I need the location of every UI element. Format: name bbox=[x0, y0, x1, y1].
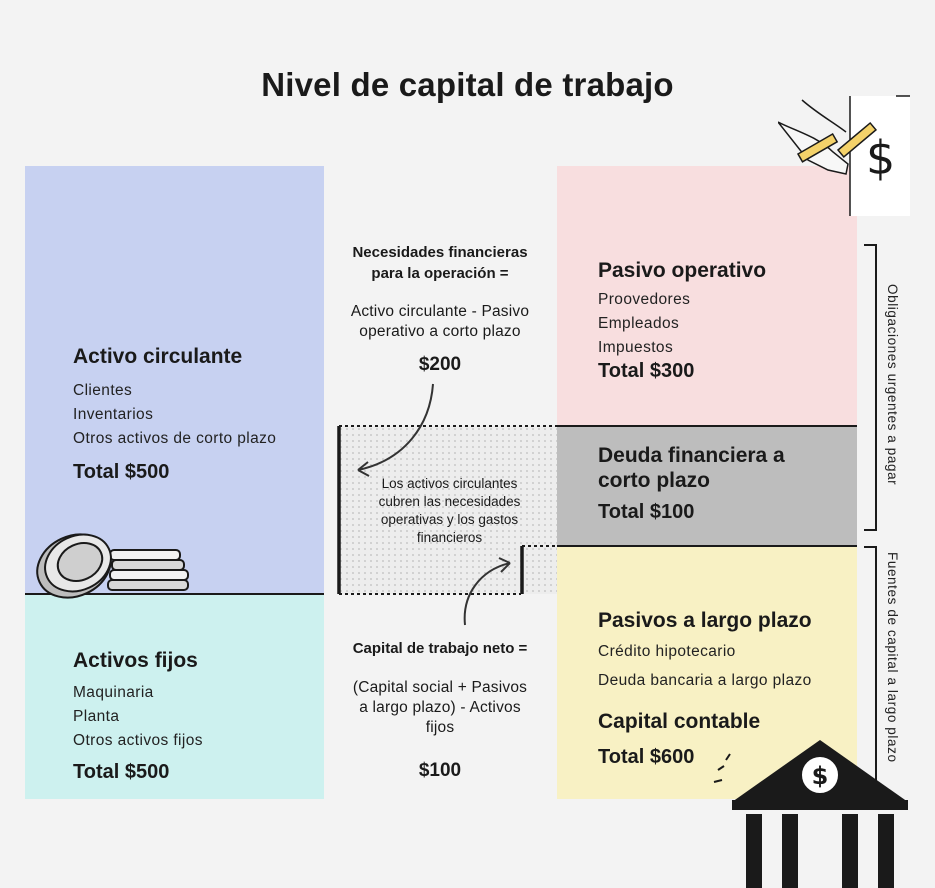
pasivo-operativo-item: Empleados bbox=[598, 315, 680, 332]
deuda-financiera-heading: corto plazo bbox=[598, 469, 711, 492]
cobertura-line: Los activos circulantes bbox=[381, 476, 518, 491]
necesidades-formula: Activo circulante - Pasivo bbox=[350, 303, 530, 320]
bank-icon: $ bbox=[713, 740, 908, 888]
deuda-financiera-heading: Deuda financiera a bbox=[598, 444, 785, 467]
pasivos-largo-item: Crédito hipotecario bbox=[598, 643, 736, 660]
hand-pencil-icon: $ bbox=[778, 95, 910, 216]
necesidades-heading: para la operación = bbox=[371, 265, 509, 282]
capital-neto-formula: a largo plazo) - Activos bbox=[359, 699, 521, 716]
bracket-upper bbox=[864, 244, 877, 531]
activo-circulante-item: Otros activos de corto plazo bbox=[73, 430, 277, 447]
pasivo-operativo-panel bbox=[557, 166, 857, 426]
activos-fijos-total: Total $500 bbox=[73, 761, 170, 783]
capital-contable-heading: Capital contable bbox=[598, 710, 761, 733]
pasivos-largo-block: Pasivos a largo plazo Crédito hipotecari… bbox=[598, 608, 853, 769]
pasivo-operativo-item: Impuestos bbox=[598, 339, 674, 356]
deuda-financiera-total: Total $100 bbox=[598, 501, 695, 523]
bracket-lower-label: Fuentes de capital a largo plazo bbox=[885, 552, 900, 763]
activos-fijos-item: Planta bbox=[73, 708, 120, 725]
activos-fijos-item: Maquinaria bbox=[73, 684, 154, 701]
pasivo-operativo-total: Total $300 bbox=[598, 360, 695, 382]
page-title: Nivel de capital de trabajo bbox=[261, 66, 674, 103]
deuda-financiera-panel bbox=[557, 426, 857, 546]
cobertura-line: cubren las necesidades bbox=[378, 494, 521, 509]
deuda-financiera-block: Deuda financiera a corto plazo Total $10… bbox=[598, 443, 848, 524]
pasivos-largo-total: Total $600 bbox=[598, 746, 695, 768]
activo-circulante-item: Clientes bbox=[73, 382, 133, 399]
activo-circulante-item: Inventarios bbox=[73, 406, 154, 423]
necesidades-formula: operativo a corto plazo bbox=[359, 323, 521, 340]
pasivo-operativo-heading: Pasivo operativo bbox=[598, 259, 767, 282]
necesidades-heading: Necesidades financieras bbox=[352, 244, 528, 261]
coins-icon bbox=[36, 533, 189, 599]
activo-circulante-panel bbox=[25, 166, 324, 594]
cobertura-line: financieros bbox=[416, 530, 483, 545]
necesidades-block: Necesidades financieras para la operació… bbox=[330, 242, 550, 376]
necesidades-value: $200 bbox=[418, 354, 462, 375]
arrow-capital bbox=[463, 562, 511, 626]
pasivos-largo-heading: Pasivos a largo plazo bbox=[598, 609, 812, 632]
activo-circulante-total: Total $500 bbox=[73, 461, 170, 483]
activos-fijos-item: Otros activos fijos bbox=[73, 732, 203, 749]
capital-neto-block: Capital de trabajo neto = (Capital socia… bbox=[330, 638, 550, 782]
capital-neto-formula: fijos bbox=[425, 719, 455, 736]
pasivos-largo-item: Deuda bancaria a largo plazo bbox=[598, 672, 812, 689]
activos-fijos-block: Activos fijos Maquinaria Planta Otros ac… bbox=[73, 648, 323, 784]
pasivo-operativo-block: Pasivo operativo Proovedores Empleados I… bbox=[598, 258, 848, 383]
cobertura-area bbox=[338, 426, 557, 594]
activo-circulante-block: Activo circulante Clientes Inventarios O… bbox=[73, 344, 323, 484]
cobertura-text: Los activos circulantes cubren las neces… bbox=[352, 475, 547, 547]
cobertura-line: operativas y los gastos bbox=[380, 512, 519, 527]
dollar-sign-icon: $ bbox=[866, 131, 895, 185]
arrow-necesidades bbox=[357, 383, 434, 471]
activos-fijos-heading: Activos fijos bbox=[73, 649, 198, 672]
activos-fijos-panel bbox=[25, 594, 324, 799]
svg-text:$: $ bbox=[812, 762, 829, 790]
activo-circulante-heading: Activo circulante bbox=[73, 345, 243, 368]
bracket-lower bbox=[864, 546, 877, 790]
capital-neto-value: $100 bbox=[418, 760, 462, 781]
bracket-upper-label: Obligaciones urgentes a pagar bbox=[885, 284, 900, 486]
capital-neto-formula: (Capital social + Pasivos bbox=[352, 679, 528, 696]
capital-neto-heading: Capital de trabajo neto = bbox=[352, 640, 528, 657]
pasivo-operativo-item: Proovedores bbox=[598, 291, 691, 308]
